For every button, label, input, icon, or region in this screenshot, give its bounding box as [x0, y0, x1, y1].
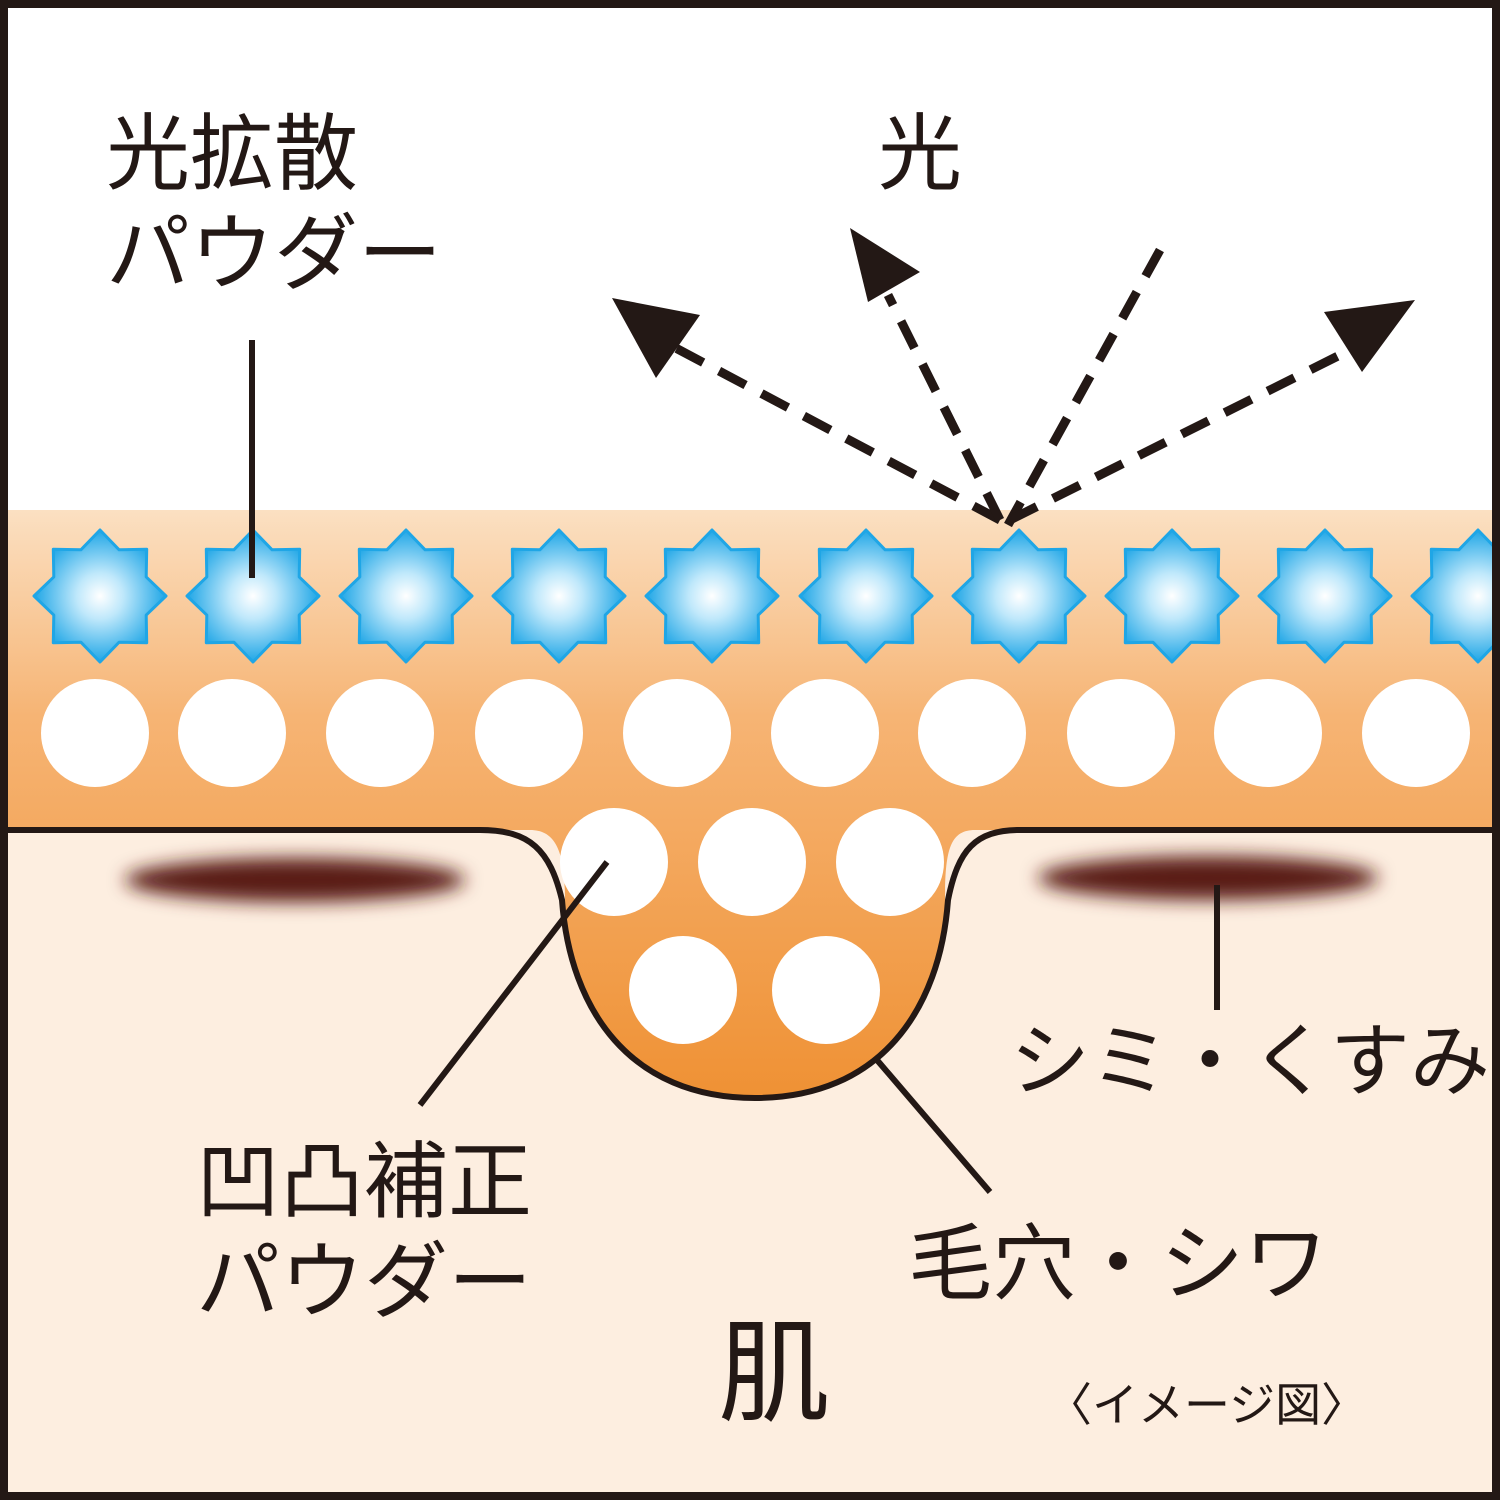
blue-star-particle-icon: [798, 528, 934, 664]
blue-star-particle-icon: [491, 528, 627, 664]
white-round-particle-icon: [772, 936, 880, 1044]
arrowhead-left-icon: [612, 298, 700, 378]
blue-star-particle-icon: [1104, 528, 1240, 664]
white-round-particle-icon: [178, 679, 286, 787]
label-image-note: 〈イメージ図〉: [1046, 1378, 1368, 1432]
label-spots-dullness: シミ・くすみ: [1010, 1015, 1490, 1108]
blue-star-particle-icon: [644, 528, 780, 664]
label-unevenness-powder: 凹凸補正 パウダー: [196, 1140, 532, 1324]
arrowheads: [612, 228, 1415, 378]
label-light-diffusion-powder: 光拡散 パウダー: [106, 112, 442, 296]
blue-star-particle-icon: [32, 528, 168, 664]
makeup-layer: [8, 510, 1492, 1098]
arrowhead-up-icon: [850, 228, 920, 302]
white-round-particle-icon: [1067, 679, 1175, 787]
label-light: 光: [878, 105, 963, 203]
label-light-diffusion-line1: 光拡散: [106, 105, 359, 203]
blue-star-particle-icon: [1410, 528, 1500, 664]
white-round-particle-icon: [475, 679, 583, 787]
leader-lines: [249, 340, 1220, 1194]
light-diffusion-particles: [32, 528, 1500, 664]
label-pores-wrinkles: 毛穴・シワ: [908, 1215, 1329, 1313]
label-skin: 肌: [718, 1309, 830, 1439]
light-arrows: [667, 247, 1343, 528]
white-round-particle-icon: [629, 936, 737, 1044]
reflected-ray-left: [667, 341, 1003, 524]
leader-pores: [874, 1058, 993, 1194]
blue-star-particle-icon: [338, 528, 474, 664]
white-round-particle-icon: [326, 679, 434, 787]
white-round-particle-icon: [698, 808, 806, 916]
blue-star-particle-icon: [1257, 528, 1393, 664]
white-round-particle-icon: [1214, 679, 1322, 787]
arrowhead-right-icon: [1324, 300, 1415, 372]
spot-right: [1038, 856, 1378, 900]
leader-unevenness: [417, 860, 610, 1107]
white-round-particle-icon: [771, 679, 879, 787]
reflected-ray-right: [1007, 350, 1343, 525]
blue-star-particle-icon: [185, 528, 321, 664]
label-light-diffusion-line2: パウダー: [106, 205, 443, 303]
white-round-particle-icon: [623, 679, 731, 787]
label-unevenness-line2: パウダー: [196, 1233, 533, 1331]
incoming-light-ray: [1004, 247, 1164, 528]
spot-left: [125, 858, 465, 902]
reflected-ray-up: [883, 292, 1005, 523]
skin-surface-line: [8, 827, 1492, 1102]
white-round-particle-icon: [918, 679, 1026, 787]
white-round-particle-icon: [1362, 679, 1470, 787]
white-round-particle-icon: [41, 679, 149, 787]
white-round-particle-icon: [836, 808, 944, 916]
label-unevenness-line1: 凹凸補正: [196, 1133, 533, 1231]
correction-particles-row: [41, 679, 1470, 787]
blue-star-particle-icon: [951, 528, 1087, 664]
